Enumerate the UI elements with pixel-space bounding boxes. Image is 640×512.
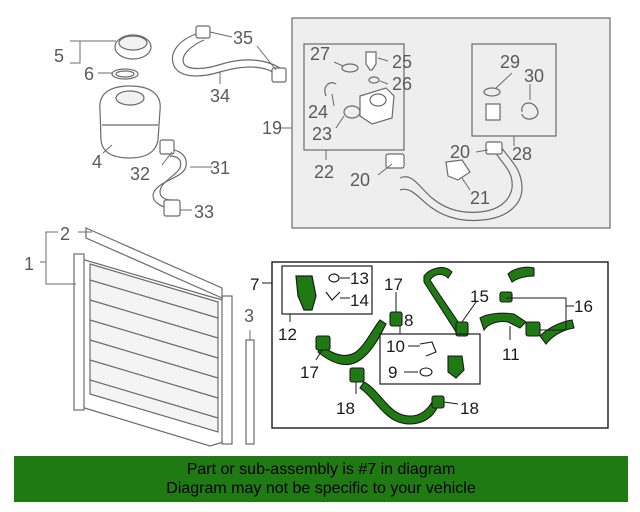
footer-line-2: Diagram may not be specific to your vehi… (166, 480, 476, 497)
box-22 (303, 43, 405, 151)
callout-31: 31 (210, 158, 230, 178)
housing-oring (343, 105, 361, 119)
clip-14 (325, 291, 341, 301)
callout-14: 14 (350, 291, 369, 310)
clamp-16-a (499, 291, 513, 303)
clip-27 (341, 63, 359, 73)
footer-line-1: Part or sub-assembly is #7 in diagram (186, 461, 456, 478)
callout-9: 9 (388, 363, 397, 382)
callout-15: 15 (470, 287, 489, 306)
callout-2: 2 (60, 224, 70, 244)
reservoir-oring (111, 68, 139, 80)
clip-10 (419, 341, 437, 357)
callout-20a: 20 (350, 170, 370, 190)
callout-10: 10 (386, 337, 405, 356)
callout-26: 26 (392, 74, 412, 94)
clamp-17-upper (389, 311, 403, 327)
callout-27: 27 (310, 44, 330, 64)
oring-13 (328, 273, 340, 283)
clip-30 (521, 102, 539, 120)
reservoir-group (99, 34, 161, 159)
callout-8: 8 (404, 311, 413, 330)
callout-32: 32 (130, 164, 150, 184)
callout-19: 19 (262, 118, 282, 138)
hose-box-19 (385, 141, 523, 222)
coolant-reservoir (99, 85, 161, 159)
callout-25: 25 (392, 52, 412, 72)
footer-banner: Part or sub-assembly is #7 in diagram Di… (14, 456, 628, 502)
box-19 (291, 17, 611, 229)
hose-34 (171, 25, 287, 83)
callout-5: 5 (54, 46, 64, 66)
radiator (73, 253, 233, 447)
callout-1: 1 (24, 254, 34, 274)
clamp-16-b (525, 321, 541, 337)
callout-29: 29 (500, 52, 520, 72)
callout-22: 22 (314, 162, 334, 182)
oring-9 (419, 367, 433, 377)
callout-17b: 17 (300, 363, 319, 382)
clip-24 (324, 82, 337, 97)
clamp-18-left (349, 367, 365, 383)
hose-assembly-7 (317, 266, 575, 425)
callout-4: 4 (92, 152, 102, 172)
callout-6: 6 (84, 64, 94, 84)
callout-18b: 18 (460, 399, 479, 418)
callout-17a: 17 (384, 275, 403, 294)
oring-26 (368, 76, 380, 84)
callout-3: 3 (244, 306, 254, 326)
callout-34: 34 (210, 86, 230, 106)
hose-31 (152, 139, 187, 217)
connector-12 (295, 275, 317, 311)
connector-8 (447, 355, 465, 379)
clamp-17-lower (315, 335, 331, 351)
box-12 (281, 265, 373, 315)
callout-23: 23 (312, 124, 332, 144)
callout-30: 30 (524, 66, 544, 86)
callout-24: 24 (308, 102, 328, 122)
clamp-18-right (431, 395, 445, 409)
callout-11: 11 (502, 345, 520, 364)
flange-29 (485, 103, 501, 121)
callout-20b: 20 (450, 142, 470, 162)
callout-18a: 18 (336, 399, 355, 418)
box-8 (379, 333, 481, 385)
callout-35: 35 (233, 28, 253, 48)
callout-16: 16 (574, 297, 593, 316)
callout-13: 13 (350, 269, 369, 288)
callout-12: 12 (278, 325, 297, 344)
seal-strip (85, 227, 223, 299)
callout-33: 33 (194, 202, 214, 222)
oring-29 (483, 87, 501, 97)
callout-21: 21 (470, 188, 490, 208)
side-strip (245, 339, 255, 445)
callout-28: 28 (512, 144, 532, 164)
callout-7: 7 (250, 275, 259, 294)
sensor-25 (365, 51, 377, 71)
